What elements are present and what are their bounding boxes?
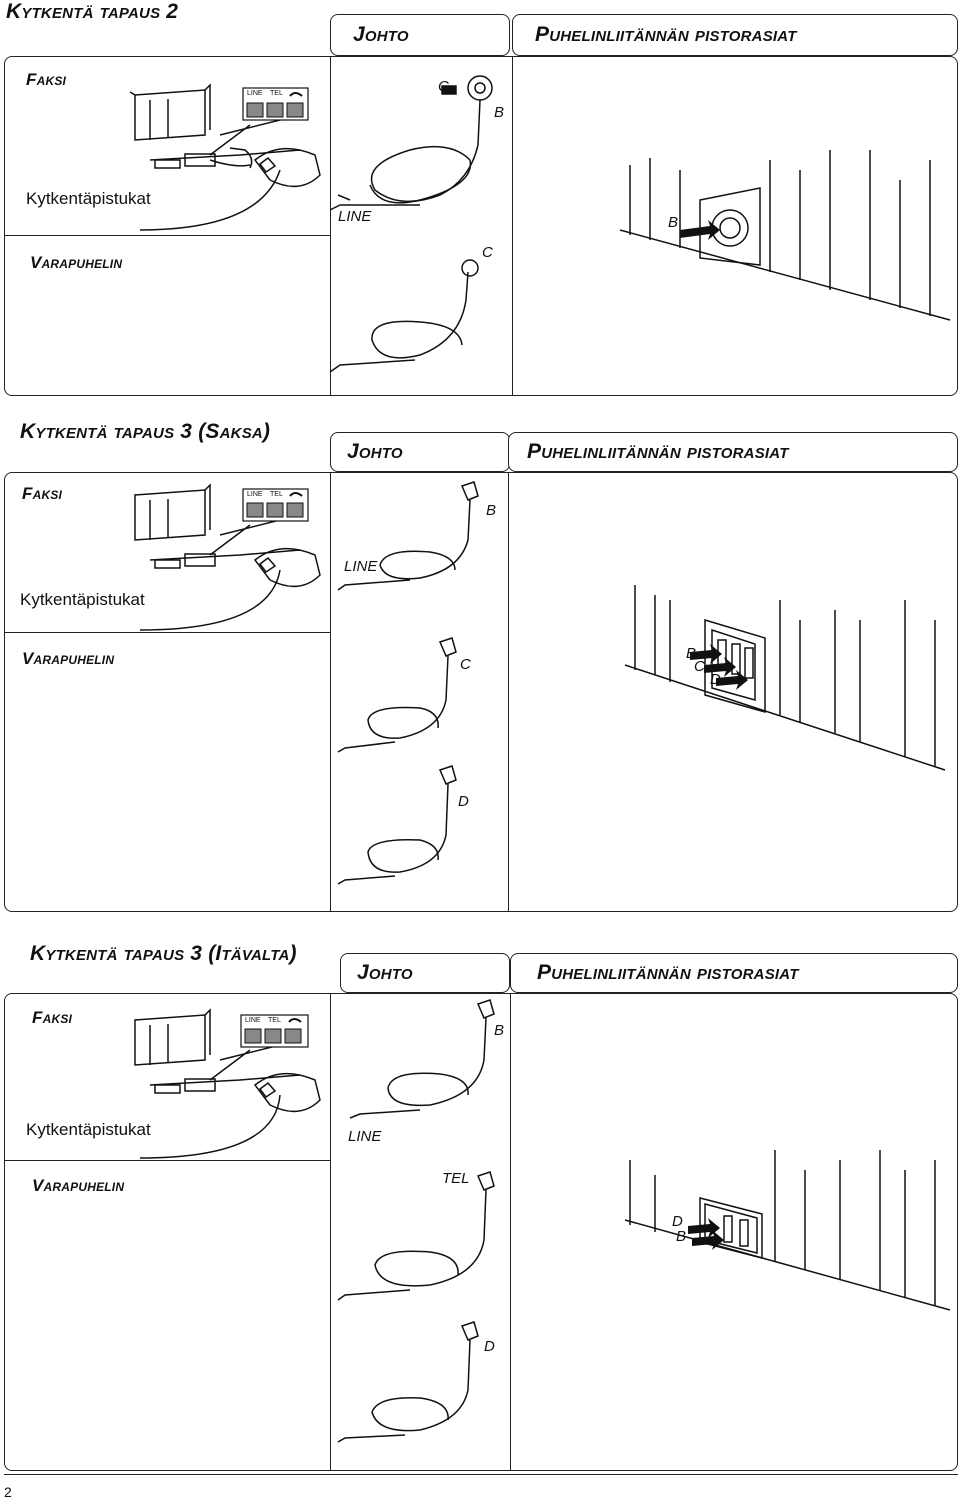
fax-label: Faksi [32, 1008, 73, 1027]
socket-header: Puhelinliitännän pistorasiat [527, 440, 789, 463]
column-divider [330, 56, 331, 396]
row-divider [4, 1160, 330, 1161]
socket-header-box: Puhelinliitännän pistorasiat [512, 14, 958, 56]
section-title: Kytkentä tapaus 3 (Saksa) [20, 420, 271, 443]
column-divider [510, 993, 511, 1471]
cord-label: C [460, 656, 471, 673]
fax-tel-port-label: TEL [270, 491, 283, 498]
fax-label: Faksi [22, 484, 63, 503]
cord-label: D [484, 1338, 495, 1355]
socket-header-box: Puhelinliitännän pistorasiat [508, 432, 958, 472]
cord-label: TEL [442, 1170, 470, 1187]
fax-label: Faksi [26, 70, 67, 89]
connector-label: Kytkentäpistukat [26, 1120, 151, 1139]
socket-label: B [686, 645, 697, 662]
cord-label: B [494, 104, 505, 121]
connector-label: Kytkentäpistukat [26, 189, 151, 208]
row-divider [4, 235, 330, 236]
cord-header-box: Johto [330, 14, 510, 56]
socket-label: D [710, 671, 721, 688]
section-title: Kytkentä tapaus 2 [6, 0, 179, 23]
cord-header: Johto [353, 23, 409, 46]
row-divider [4, 632, 330, 633]
socket-label: B [668, 214, 679, 231]
cord-label: C [438, 78, 449, 95]
cord-header: Johto [357, 961, 413, 984]
cord-header: Johto [347, 440, 403, 463]
cord-label: B [486, 502, 497, 519]
extension-label: Varapuhelin [30, 253, 123, 272]
fax-tel-port-label: TEL [268, 1017, 281, 1024]
socket-label: C [694, 658, 705, 675]
connector-label: Kytkentäpistukat [20, 590, 145, 609]
socket-header: Puhelinliitännän pistorasiat [535, 23, 797, 46]
cord-label: B [494, 1022, 505, 1039]
socket-header-box: Puhelinliitännän pistorasiat [510, 953, 958, 993]
extension-label: Varapuhelin [32, 1176, 125, 1195]
cord-header-box: Johto [340, 953, 510, 993]
column-divider [330, 472, 331, 912]
cord-label: LINE [338, 208, 372, 225]
section-title: Kytkentä tapaus 3 (Itävalta) [30, 942, 297, 965]
column-divider [508, 472, 509, 912]
cord-label: C [482, 244, 493, 261]
diagram-frame [4, 472, 958, 912]
page-number: 2 [4, 1484, 12, 1500]
cord-label: LINE [344, 558, 378, 575]
column-divider [512, 56, 513, 396]
diagram-frame [4, 993, 958, 1471]
cord-label: D [458, 793, 469, 810]
footer-rule [4, 1474, 958, 1475]
fax-line-port-label: LINE [247, 90, 263, 97]
cord-label: LINE [348, 1128, 382, 1145]
fax-tel-port-label: TEL [270, 90, 283, 97]
cord-header-box: Johto [330, 432, 510, 472]
socket-label: B [676, 1228, 687, 1245]
column-divider [330, 993, 331, 1471]
extension-label: Varapuhelin [22, 649, 115, 668]
diagram-frame [4, 56, 958, 396]
fax-line-port-label: LINE [247, 491, 263, 498]
socket-label: D [672, 1213, 683, 1230]
fax-line-port-label: LINE [245, 1017, 261, 1024]
socket-header: Puhelinliitännän pistorasiat [537, 961, 799, 984]
